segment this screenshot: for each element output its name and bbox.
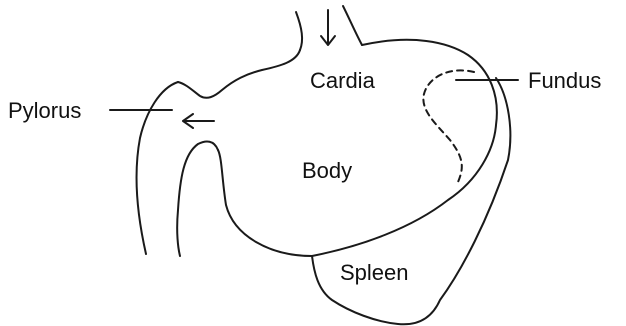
cardia-label: Cardia <box>310 68 376 93</box>
pylorus-label: Pylorus <box>8 98 81 123</box>
esophagus-right-wall <box>343 6 362 45</box>
pylorus-flow-arrow <box>183 114 214 128</box>
spleen-outline <box>312 78 510 324</box>
spleen-label: Spleen <box>340 260 409 285</box>
pylorus-outer-wall <box>137 82 178 254</box>
esophagus-left-wall <box>296 12 302 50</box>
pylorus-inner-wall <box>177 142 218 256</box>
fundus-boundary <box>423 70 474 182</box>
body-label: Body <box>302 158 352 183</box>
fundus-label: Fundus <box>528 68 601 93</box>
esophagus-flow-arrow <box>321 10 335 45</box>
